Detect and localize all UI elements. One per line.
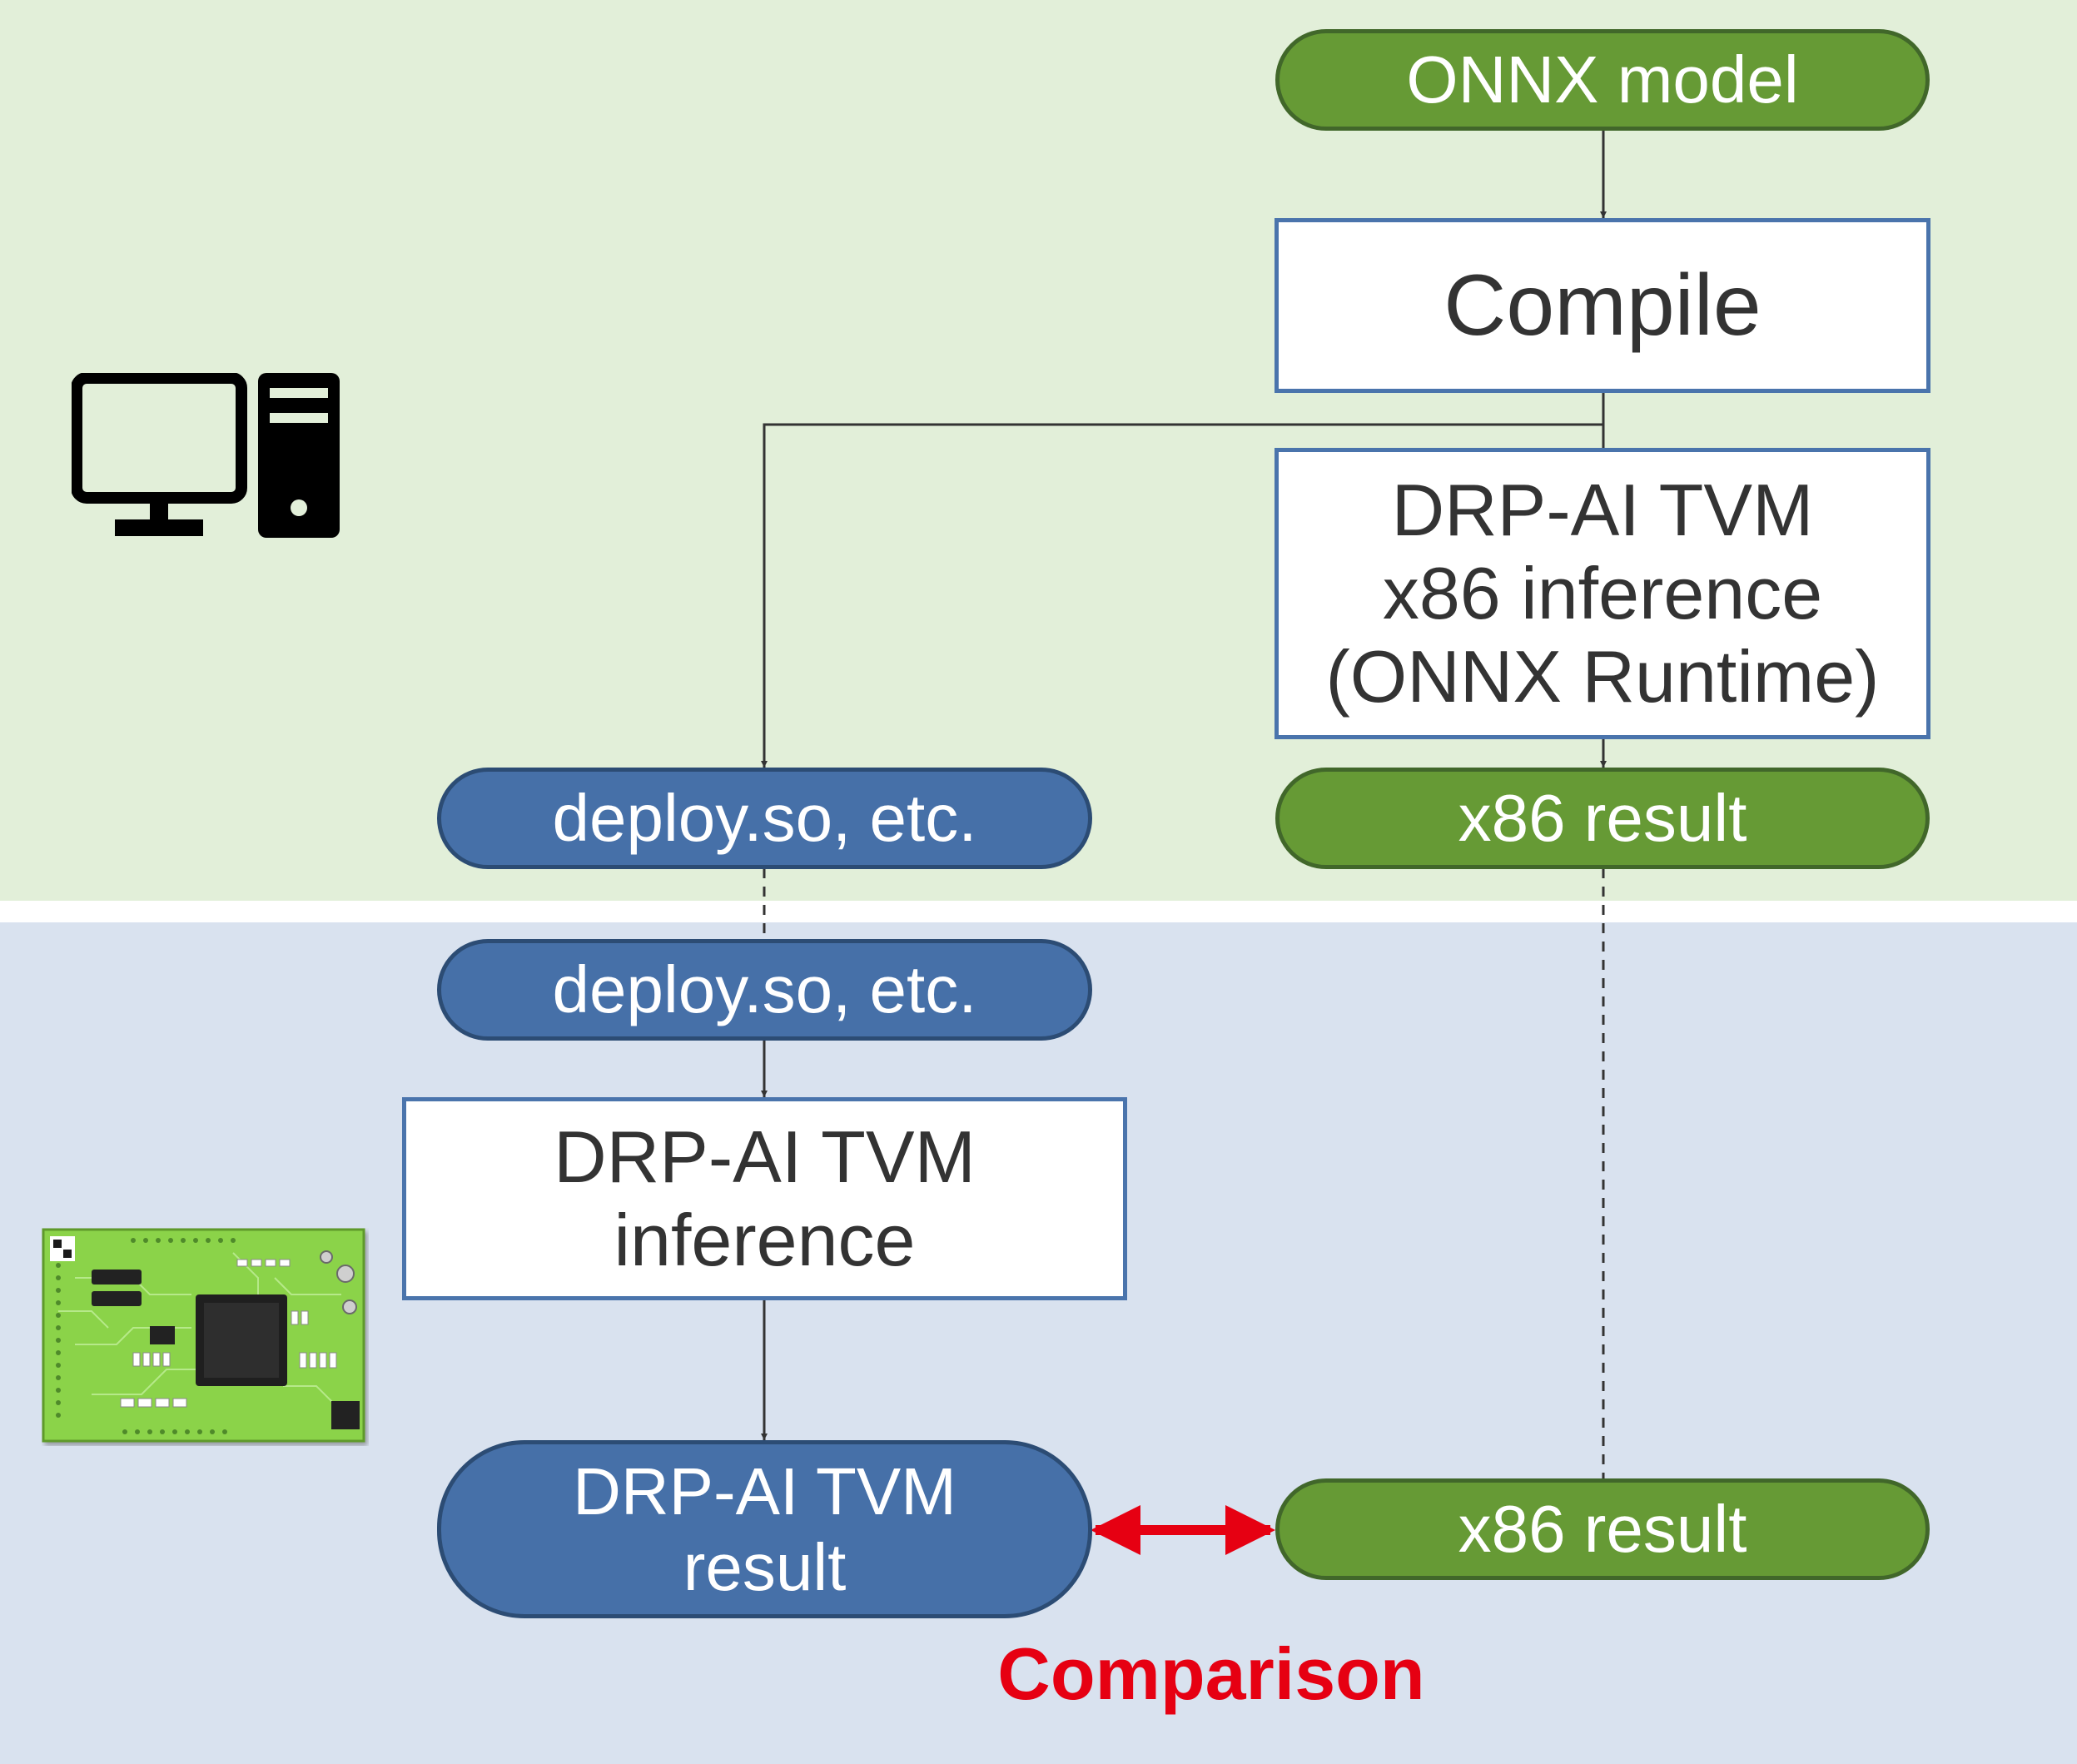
host-deploy-files-node: deploy.so, etc. (437, 768, 1092, 869)
board-inference-line-1: DRP-AI TVM (554, 1115, 976, 1198)
compile-label: Compile (1443, 256, 1761, 354)
desktop-computer-icon (72, 373, 340, 538)
board-deploy-files-node: deploy.so, etc. (437, 939, 1092, 1041)
board-deploy-files-label: deploy.so, etc. (552, 952, 977, 1027)
host-deploy-files-label: deploy.so, etc. (552, 781, 977, 856)
host-x86-result-node: x86 result (1275, 768, 1930, 869)
board-x86-result-node: x86 result (1275, 1478, 1930, 1580)
x86-inference-step: DRP-AI TVM x86 inference (ONNX Runtime) (1275, 448, 1930, 739)
comparison-label: Comparison (997, 1632, 1425, 1715)
onnx-model-node: ONNX model (1275, 29, 1930, 131)
board-result-node: DRP-AI TVM result (437, 1440, 1092, 1618)
board-result-line-2: result (683, 1530, 847, 1604)
circuit-board-icon (42, 1228, 365, 1443)
x86-inference-line-3: (ONNX Runtime) (1325, 635, 1880, 718)
x86-inference-line-2: x86 inference (1382, 551, 1823, 634)
compile-step: Compile (1275, 218, 1930, 393)
board-inference-line-2: inference (614, 1199, 916, 1281)
arrow-compile-to-deploy (761, 391, 1605, 768)
board-result-line-1: DRP-AI TVM (573, 1453, 957, 1528)
host-x86-result-label: x86 result (1458, 781, 1747, 856)
board-inference-step: DRP-AI TVM inference (402, 1097, 1127, 1300)
x86-inference-line-1: DRP-AI TVM (1391, 468, 1814, 551)
onnx-model-label: ONNX model (1406, 42, 1799, 117)
board-x86-result-label: x86 result (1458, 1492, 1747, 1567)
